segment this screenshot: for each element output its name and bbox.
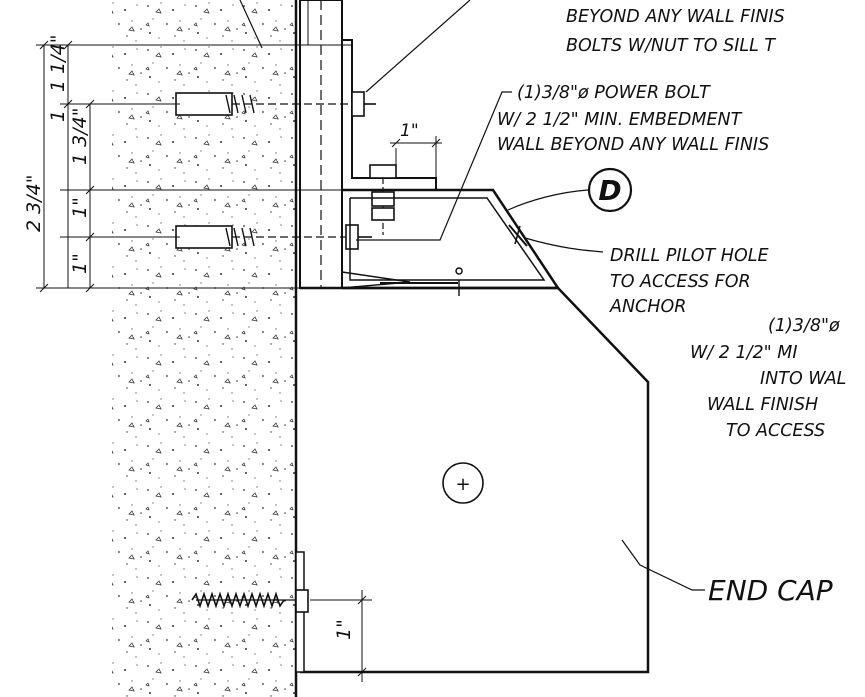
pilot-hole-mark-2	[514, 225, 521, 245]
gap-dimension	[390, 136, 442, 178]
dim-lower-mid: 1"	[69, 197, 91, 218]
note-power-bolt-line2: W/ 2 1/2" MIN. EMBEDMENT	[497, 110, 743, 130]
note-power-bolt-line3: WALL BEYOND ANY WALL FINIS	[497, 135, 769, 155]
center-mark-symbol: +	[455, 474, 470, 495]
end-cap-body	[300, 286, 650, 674]
note-power-bolt-line1: (1)3/8"ø POWER BOLT	[517, 83, 711, 103]
screw-offset-dimension	[310, 590, 372, 682]
clip-vertical-bolt	[369, 164, 397, 235]
note-right-line5: TO ACCESS	[726, 421, 825, 441]
note-drill-line3: ANCHOR	[609, 297, 686, 317]
vertical-dimension-lines	[36, 40, 352, 293]
note-top-line1: BEYOND ANY WALL FINIS	[566, 7, 785, 27]
dim-upper: 1 1/4"	[47, 35, 69, 92]
note-right-line3: INTO WAL	[760, 369, 846, 389]
dim-upper-mid: 1	[47, 110, 69, 122]
note-drill-line1: DRILL PILOT HOLE	[610, 246, 769, 266]
concrete-wall	[112, 0, 296, 697]
dim-gap: 1"	[400, 121, 419, 141]
center-mark-circle	[442, 462, 484, 504]
dim-overall: 2 3/4"	[23, 175, 45, 232]
dim-mid: 1 3/4"	[69, 108, 91, 165]
note-right-line2: W/ 2 1/2" MI	[690, 343, 798, 363]
lower-anchor-bolt	[175, 224, 372, 250]
note-drill-line2: TO ACCESS FOR	[610, 272, 751, 292]
dim-screw-offset: 1"	[333, 619, 355, 640]
wall-screw	[191, 551, 309, 673]
end-cap-bracket-inner	[349, 197, 546, 281]
leader-lines	[239, 0, 705, 591]
upper-anchor-bolt	[175, 91, 376, 117]
dim-bottom: 1"	[69, 253, 91, 274]
note-right-line1: (1)3/8"ø	[768, 316, 840, 336]
note-right-line4: WALL FINISH	[707, 395, 818, 415]
end-cap-label: END CAP	[708, 574, 833, 607]
callout-circle	[587, 167, 633, 213]
note-top-line2: BOLTS W/NUT TO SILL T	[566, 36, 776, 56]
callout-label: D	[598, 174, 621, 207]
